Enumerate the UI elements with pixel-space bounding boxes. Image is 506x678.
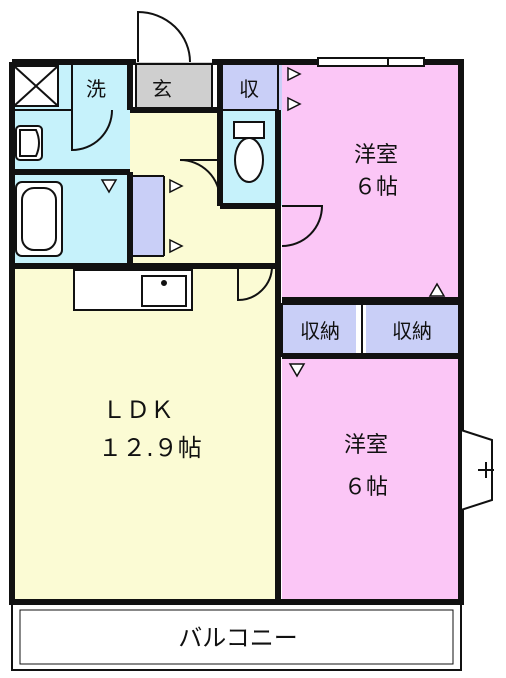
storage-label: 収 (239, 77, 259, 101)
bedroom-2-size: ６帖 (344, 475, 388, 500)
storage-hall-floor (130, 176, 164, 256)
ldk-name: ＬＤＫ (102, 396, 174, 424)
bedroom-1-size: ６帖 (354, 175, 398, 200)
bedroom-1-name: 洋室 (354, 143, 398, 168)
closet-2-floor (366, 304, 461, 356)
closet-1-label: 収納 (300, 319, 340, 343)
kitchen-counter (73, 269, 193, 311)
inner-walls (12, 62, 462, 357)
balcony-rail (11, 603, 462, 671)
outer-walls (9, 59, 464, 605)
toilet (233, 121, 265, 183)
bathtub (15, 181, 63, 257)
doors (71, 10, 324, 600)
balcony-label: バルコニー (178, 624, 298, 652)
bedroom-1-floor (282, 62, 461, 300)
entrance-label: 玄 (152, 77, 172, 101)
laundry-label: 洗 (86, 77, 106, 101)
balcony-floor (12, 604, 461, 670)
closet-1-floor (282, 304, 356, 356)
entrance-floor (136, 62, 212, 112)
bedroom-2-floor (282, 356, 461, 602)
storage-top-floor (220, 62, 282, 110)
laundry-fixtures (13, 65, 59, 161)
bay-window (460, 428, 494, 512)
ldk-size: １２.９帖 (98, 434, 202, 462)
ldk-floor (12, 266, 278, 602)
windows (120, 57, 425, 601)
bedroom-2-name: 洋室 (344, 433, 388, 458)
markers (100, 66, 446, 378)
closet-2-label: 収納 (392, 319, 432, 343)
